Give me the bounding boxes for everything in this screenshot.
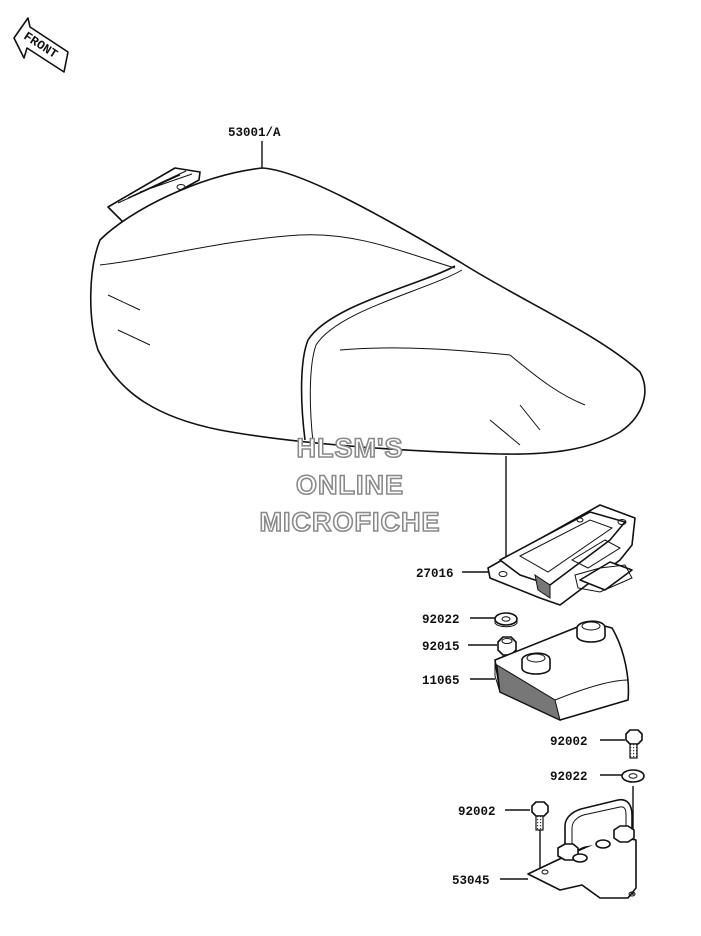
label-washer-1: 92022 bbox=[422, 613, 460, 627]
bracket-53045 bbox=[527, 798, 637, 899]
washer-92022-right bbox=[621, 769, 645, 783]
label-nut: 92015 bbox=[422, 640, 460, 654]
label-seat: 53001/A bbox=[228, 126, 281, 140]
seat bbox=[89, 167, 646, 455]
front-arrow-icon: FRONT bbox=[13, 17, 69, 73]
watermark-line-1: HLSM'S bbox=[297, 433, 404, 463]
watermark: HLSM'S ONLINE MICROFICHE bbox=[259, 432, 441, 538]
label-bracket-bottom: 53045 bbox=[452, 874, 490, 888]
part-labels: 53001/A 27016 92022 92015 11065 92002 92… bbox=[228, 126, 588, 888]
nut-92015 bbox=[497, 636, 517, 656]
watermark-line-3: MICROFICHE bbox=[260, 507, 441, 537]
label-washer-2: 92022 bbox=[550, 770, 588, 784]
washer-92022 bbox=[494, 612, 518, 628]
bracket-27016 bbox=[487, 504, 636, 606]
cover-11065 bbox=[494, 620, 630, 721]
bolt-92002-right bbox=[625, 729, 643, 759]
watermark-line-2: ONLINE bbox=[296, 470, 404, 500]
bolt-92002-left bbox=[531, 801, 549, 831]
label-bolt-left: 92002 bbox=[458, 805, 496, 819]
label-bracket-top: 27016 bbox=[416, 567, 454, 581]
label-bolt-right: 92002 bbox=[550, 735, 588, 749]
label-cover: 11065 bbox=[422, 674, 460, 688]
